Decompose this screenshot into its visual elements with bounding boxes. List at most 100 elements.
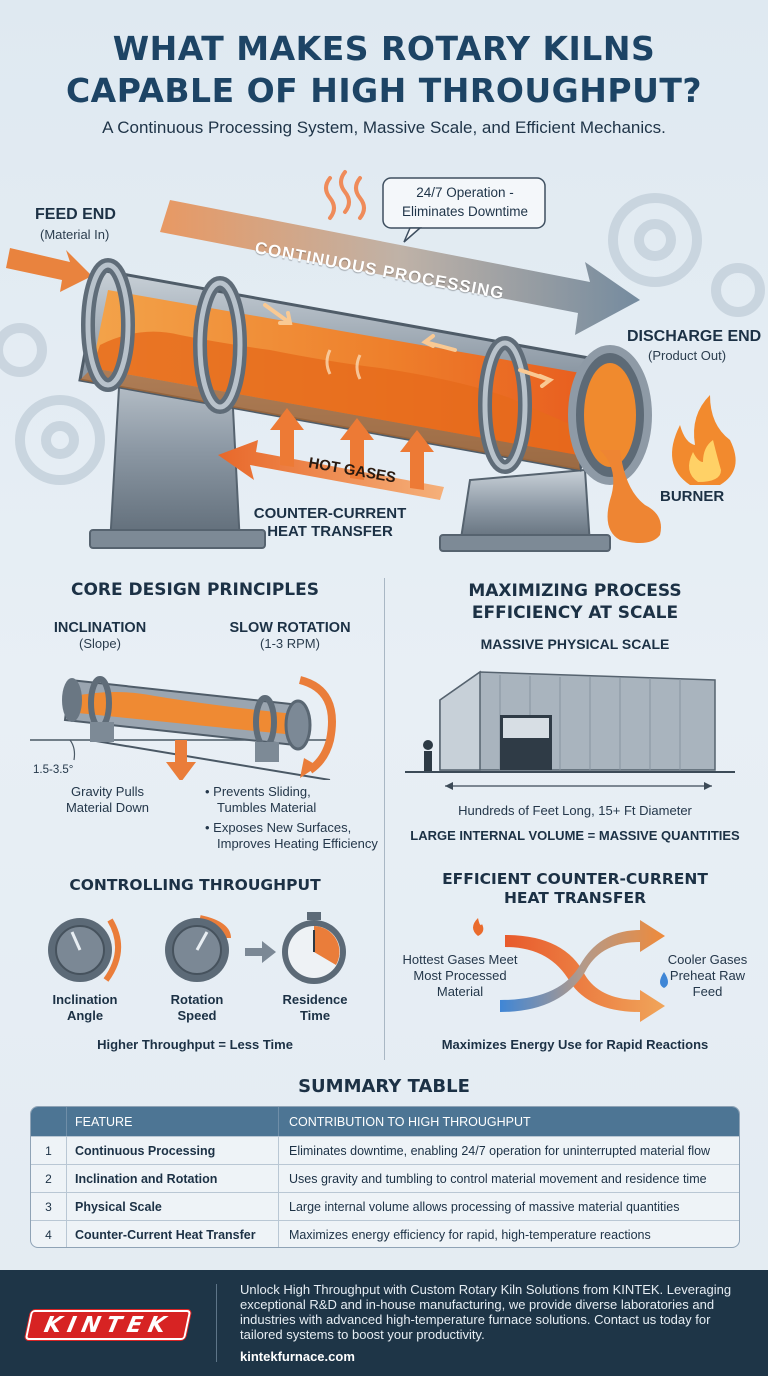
throughput-controls-diagram [48, 912, 346, 984]
title-line-2: CAPABLE OF HIGH THROUGHPUT? [65, 71, 703, 110]
footer: KINTEK Unlock High Throughput with Custo… [0, 1270, 768, 1376]
page-title: WHAT MAKES ROTARY KILNS CAPABLE OF HIGH … [0, 28, 768, 112]
counter-current-line-2: HEAT TRANSFER [267, 523, 393, 540]
controlling-throughput-heading: CONTROLLING THROUGHPUT [69, 876, 321, 894]
gravity-line-2: Material Down [65, 800, 150, 815]
row-feature: Continuous Processing [67, 1137, 279, 1164]
inclination-label: INCLINATION [53, 620, 147, 636]
discharge-end-label: DISCHARGE END [627, 328, 762, 345]
title-line-1: WHAT MAKES ROTARY KILNS [112, 29, 656, 68]
table-row: 2 Inclination and Rotation Uses gravity … [31, 1164, 739, 1192]
arrow-right-icon [245, 941, 276, 963]
row-contribution: Uses gravity and tumbling to control mat… [289, 1171, 707, 1186]
table-row: 4 Counter-Current Heat Transfer Maximize… [31, 1220, 739, 1247]
scale-heading: MASSIVE PHYSICAL SCALE [480, 636, 670, 652]
rotation-heading: SLOW ROTATION (1-3 RPM) [210, 620, 370, 651]
feed-end-label: FEED END [35, 206, 116, 223]
table-header-contribution: CONTRIBUTION TO HIGH THROUGHPUT [289, 1114, 531, 1129]
row-contribution: Maximizes energy efficiency for rapid, h… [289, 1227, 651, 1242]
rotary-kiln-illustration [0, 170, 765, 552]
heat-right-line-3: Feed [692, 984, 723, 999]
feed-end-sublabel: (Material In) [40, 227, 110, 242]
page-subtitle: A Continuous Processing System, Massive … [102, 118, 666, 137]
summary-table: FEATURE CONTRIBUTION TO HIGH THROUGHPUT … [30, 1106, 740, 1248]
rotation-benefits-list: • Prevents Sliding, Tumbles Material • E… [205, 784, 380, 852]
heat-right-line-1: Cooler Gases [667, 952, 748, 967]
row-number: 2 [31, 1165, 67, 1192]
gravity-arrow-icon [166, 762, 196, 780]
heat-right-line-2: Preheat Raw [669, 968, 746, 983]
water-drop-icon [660, 972, 668, 988]
efficiency-heading-line-1: MAXIMIZING PROCESS [468, 581, 682, 601]
stopwatch-icon [282, 912, 346, 984]
heat-left-line-1: Hottest Gases Meet [402, 952, 518, 967]
discharge-end-sublabel: (Product Out) [648, 348, 727, 363]
table-header-num [31, 1107, 67, 1136]
section-divider [384, 578, 385, 1060]
heat-waves-icon [324, 170, 366, 220]
counter-current-arrows-diagram [473, 918, 668, 1022]
efficiency-heading: MAXIMIZING PROCESS EFFICIENCY AT SCALE [400, 580, 750, 624]
efficiency-heading-line-2: EFFICIENCY AT SCALE [471, 603, 679, 623]
inclination-dial-icon [48, 918, 122, 982]
flame-icon [473, 918, 484, 936]
table-header-feature: FEATURE [67, 1107, 279, 1136]
website-link[interactable]: kintekfurnace.com [240, 1349, 355, 1364]
counter-current-line-1: COUNTER-CURRENT [253, 505, 407, 522]
burner-label: BURNER [660, 488, 725, 505]
dial-1-caption: Inclination Angle [40, 992, 130, 1024]
row-feature: Physical Scale [67, 1193, 279, 1220]
dial-2-line-1: Rotation [170, 992, 224, 1007]
kintek-logo[interactable]: KINTEK [24, 1310, 192, 1340]
gear-icon [0, 193, 765, 485]
cool-feed-arrow [500, 920, 665, 1012]
bullet-1-line-2: Tumbles Material [217, 800, 317, 815]
counter-current-label: COUNTER-CURRENT HEAT TRANSFER [240, 505, 420, 541]
slow-rotation-sublabel: (1-3 RPM) [260, 636, 320, 651]
dial-3-caption: Residence Time [270, 992, 360, 1024]
scale-result: LARGE INTERNAL VOLUME = MASSIVE QUANTITI… [410, 828, 740, 843]
table-row: 3 Physical Scale Large internal volume a… [31, 1192, 739, 1220]
operation-callout: 24/7 Operation - Eliminates Downtime [385, 183, 545, 221]
continuous-processing-arrow [160, 200, 640, 335]
bullet-1-line-1: • Prevents Sliding, [205, 784, 311, 799]
bullet-2-line-1: • Exposes New Surfaces, [205, 820, 352, 835]
row-number: 4 [31, 1221, 67, 1247]
row-number: 3 [31, 1193, 67, 1220]
person-icon [423, 740, 433, 750]
bullet-2-line-2: Improves Heating Efficiency [217, 836, 378, 851]
heat-transfer-heading: EFFICIENT COUNTER-CURRENT HEAT TRANSFER [400, 870, 750, 908]
heat-left-note: Hottest Gases Meet Most Processed Materi… [400, 952, 520, 1000]
heat-left-line-3: Material [436, 984, 484, 999]
core-principles-heading: CORE DESIGN PRINCIPLES [71, 580, 319, 600]
rotation-dial-icon [165, 915, 231, 982]
summary-heading: SUMMARY TABLE [298, 1076, 470, 1097]
dial-2-caption: Rotation Speed [152, 992, 242, 1024]
inclination-heading: INCLINATION (Slope) [35, 620, 165, 651]
footer-divider [216, 1284, 217, 1362]
flame-icon [672, 395, 736, 485]
inclination-angle-value: 1.5-3.5° [33, 764, 74, 776]
heat-result: Maximizes Energy Use for Rapid Reactions [441, 1037, 709, 1052]
row-feature: Inclination and Rotation [67, 1165, 279, 1192]
feed-arrow-icon [6, 248, 92, 292]
gravity-note: Gravity Pulls Material Down [40, 784, 175, 816]
heat-left-line-2: Most Processed [413, 968, 507, 983]
row-contribution: Eliminates downtime, enabling 24/7 opera… [289, 1143, 711, 1158]
footer-description: Unlock High Throughput with Custom Rotar… [240, 1282, 732, 1342]
heat-heading-line-1: EFFICIENT COUNTER-CURRENT [442, 870, 708, 888]
dial-2-line-2: Speed [177, 1008, 217, 1023]
row-feature: Counter-Current Heat Transfer [67, 1221, 279, 1247]
bullet-2-line-1-text: Exposes New Surfaces, [213, 820, 352, 835]
heat-heading-line-2: HEAT TRANSFER [503, 889, 647, 907]
inclination-sublabel: (Slope) [79, 636, 121, 651]
table-header-row: FEATURE CONTRIBUTION TO HIGH THROUGHPUT [31, 1107, 739, 1136]
industrial-building-illustration [405, 670, 735, 790]
scale-dimension: Hundreds of Feet Long, 15+ Ft Diameter [458, 803, 692, 818]
table-row: 1 Continuous Processing Eliminates downt… [31, 1136, 739, 1164]
hot-gas-arrow [505, 935, 665, 1022]
bullet-1-line-1-text: Prevents Sliding, [213, 784, 311, 799]
hot-gases-arrow [218, 440, 444, 500]
heat-right-note: Cooler Gases Preheat Raw Feed [660, 952, 755, 1000]
row-contribution: Large internal volume allows processing … [289, 1199, 680, 1214]
